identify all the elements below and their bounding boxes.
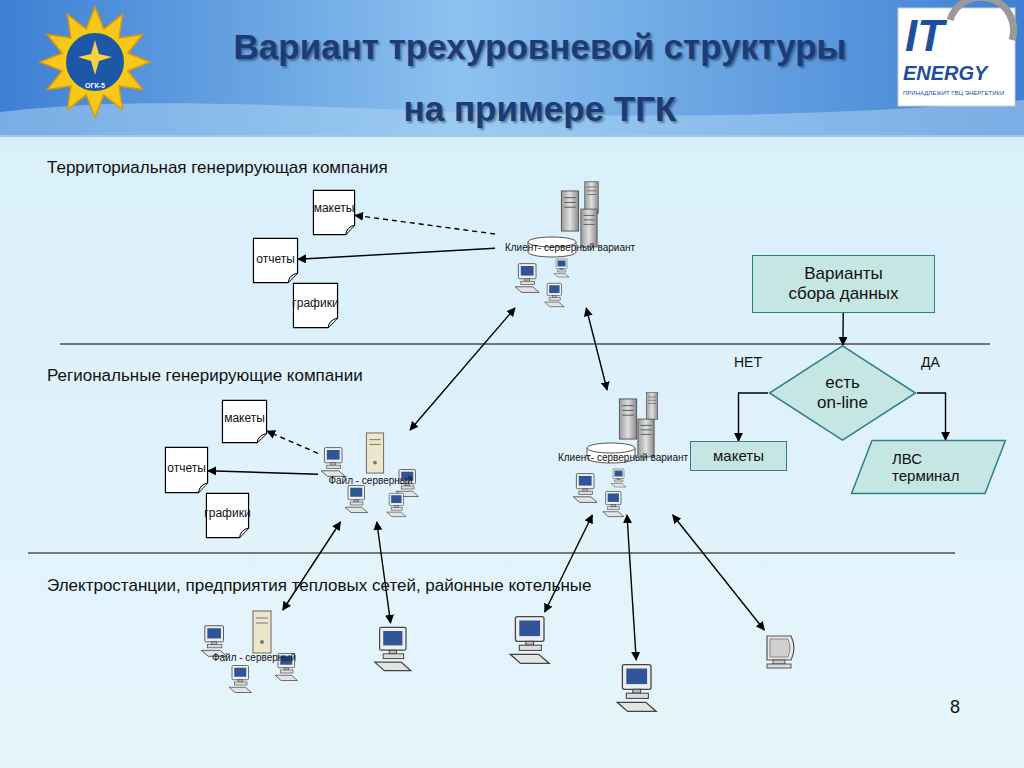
server-cluster: Файл - серверный xyxy=(196,610,312,698)
workstation-node xyxy=(366,623,422,673)
io-parallelogram: ЛВС терминал xyxy=(850,440,1007,494)
logo-text: ОГК-5 xyxy=(76,82,114,90)
page-outline xyxy=(165,447,207,492)
document-shape: макеты xyxy=(313,190,355,235)
connector-arrow xyxy=(283,522,341,610)
connector-arrow xyxy=(673,515,765,630)
connector-arrow xyxy=(298,248,495,259)
logo-text: ПРИНАДЛЕЖИТ ГВЦ ЭНЕРГЕТИКИ xyxy=(903,90,1004,97)
connector-arrow xyxy=(545,515,593,612)
server-icon xyxy=(646,393,657,420)
server-cluster: Файл - серверный xyxy=(318,430,423,522)
server-icon xyxy=(366,433,383,473)
connector-arrow xyxy=(208,471,318,475)
pc-icon xyxy=(229,666,252,693)
connector-arrow xyxy=(739,393,769,441)
connector-arrow xyxy=(267,431,318,453)
document-shape: макеты xyxy=(222,400,267,443)
page-fold xyxy=(288,273,297,282)
node-text: Файл - серверный xyxy=(328,475,412,486)
server-cluster: Клиент- серверный вариант xyxy=(495,180,645,308)
connector-arrow xyxy=(410,308,515,430)
pc-icon xyxy=(345,486,368,513)
document-shape: отчеты xyxy=(165,447,208,493)
node-text: макеты xyxy=(224,412,265,425)
pc-icon xyxy=(554,259,569,277)
header-edge xyxy=(0,135,1024,137)
page-fold xyxy=(199,483,208,493)
node-text: Клиент- серверный вариант xyxy=(558,452,688,463)
node-text: ЛВС терминал xyxy=(892,450,967,485)
pc-icon xyxy=(573,474,597,503)
page-outline xyxy=(222,400,266,442)
pc-icon xyxy=(545,283,565,306)
level-caption: Региональные генерирующие компании xyxy=(47,367,363,386)
pc-icon xyxy=(603,491,624,516)
pc-icon xyxy=(510,617,549,664)
monitor-icon xyxy=(767,636,794,668)
pc-icon xyxy=(387,493,407,516)
page-outline xyxy=(253,238,297,282)
server-icon xyxy=(619,399,636,439)
process-box: макеты xyxy=(690,441,787,471)
page-outline xyxy=(313,190,354,234)
pc-icon xyxy=(375,627,411,670)
node-text: графики xyxy=(204,507,250,520)
node-text: Варианты сбора данных xyxy=(781,264,906,303)
server-icon xyxy=(561,191,578,231)
logo-text: IT xyxy=(905,12,944,60)
node-text: макеты xyxy=(314,202,355,215)
page-fold xyxy=(328,318,337,327)
server-icon xyxy=(581,209,597,247)
page-fold xyxy=(346,225,355,234)
level-separator xyxy=(28,553,955,554)
page-fold xyxy=(240,528,249,537)
workstation-node xyxy=(503,612,559,668)
edge-label: ДА xyxy=(921,354,940,370)
pc-icon xyxy=(617,665,656,712)
page-fold xyxy=(257,434,266,443)
decision-diamond: есть on-line xyxy=(768,345,917,441)
pc-icon xyxy=(611,469,626,487)
server-icon xyxy=(585,182,599,214)
slide-title: Вариант трехуровневой структуры на приме… xyxy=(231,16,850,140)
connector-arrow xyxy=(586,308,607,390)
connector-arrow xyxy=(377,522,391,623)
node-text: есть on-line xyxy=(817,373,869,412)
server-icon xyxy=(638,419,654,457)
pc-icon xyxy=(321,448,345,477)
connector-arrow xyxy=(355,215,495,234)
node-text: Клиент- серверный вариант xyxy=(505,242,635,253)
document-shape: графики xyxy=(206,493,249,538)
process-box: Варианты сбора данных xyxy=(752,255,935,313)
edge-label: НЕТ xyxy=(734,354,762,370)
server-cluster: Клиент- серверный вариант xyxy=(552,390,694,515)
document-shape: отчеты xyxy=(253,238,298,283)
connector-arrow xyxy=(842,313,844,345)
workstation-node xyxy=(610,660,666,716)
company-logo xyxy=(40,7,150,117)
level-caption: Электростанции, предприятия тепловых сет… xyxy=(47,577,591,596)
level-separator xyxy=(60,344,990,345)
diamond-outline xyxy=(769,346,915,440)
node-text: Файл - серверный xyxy=(212,652,296,663)
server-icon xyxy=(253,611,271,653)
document-shape: графики xyxy=(293,283,338,328)
pc-icon xyxy=(201,626,227,657)
node-text: отчеты xyxy=(167,462,206,475)
it-energy-logo xyxy=(898,0,1015,106)
pc-icon xyxy=(515,264,539,293)
workstation-node xyxy=(758,630,804,672)
level-caption: Территориальная генерирующая компания xyxy=(47,159,388,178)
connector-arrow xyxy=(627,515,636,660)
node-text: отчеты xyxy=(256,253,295,266)
connector-arrow xyxy=(917,393,946,440)
logo-text: ENERGY xyxy=(903,62,987,84)
page-number: 8 xyxy=(950,698,960,718)
node-text: графики xyxy=(292,297,338,310)
node-text: макеты xyxy=(713,447,764,464)
parallelogram-outline xyxy=(852,441,1006,494)
